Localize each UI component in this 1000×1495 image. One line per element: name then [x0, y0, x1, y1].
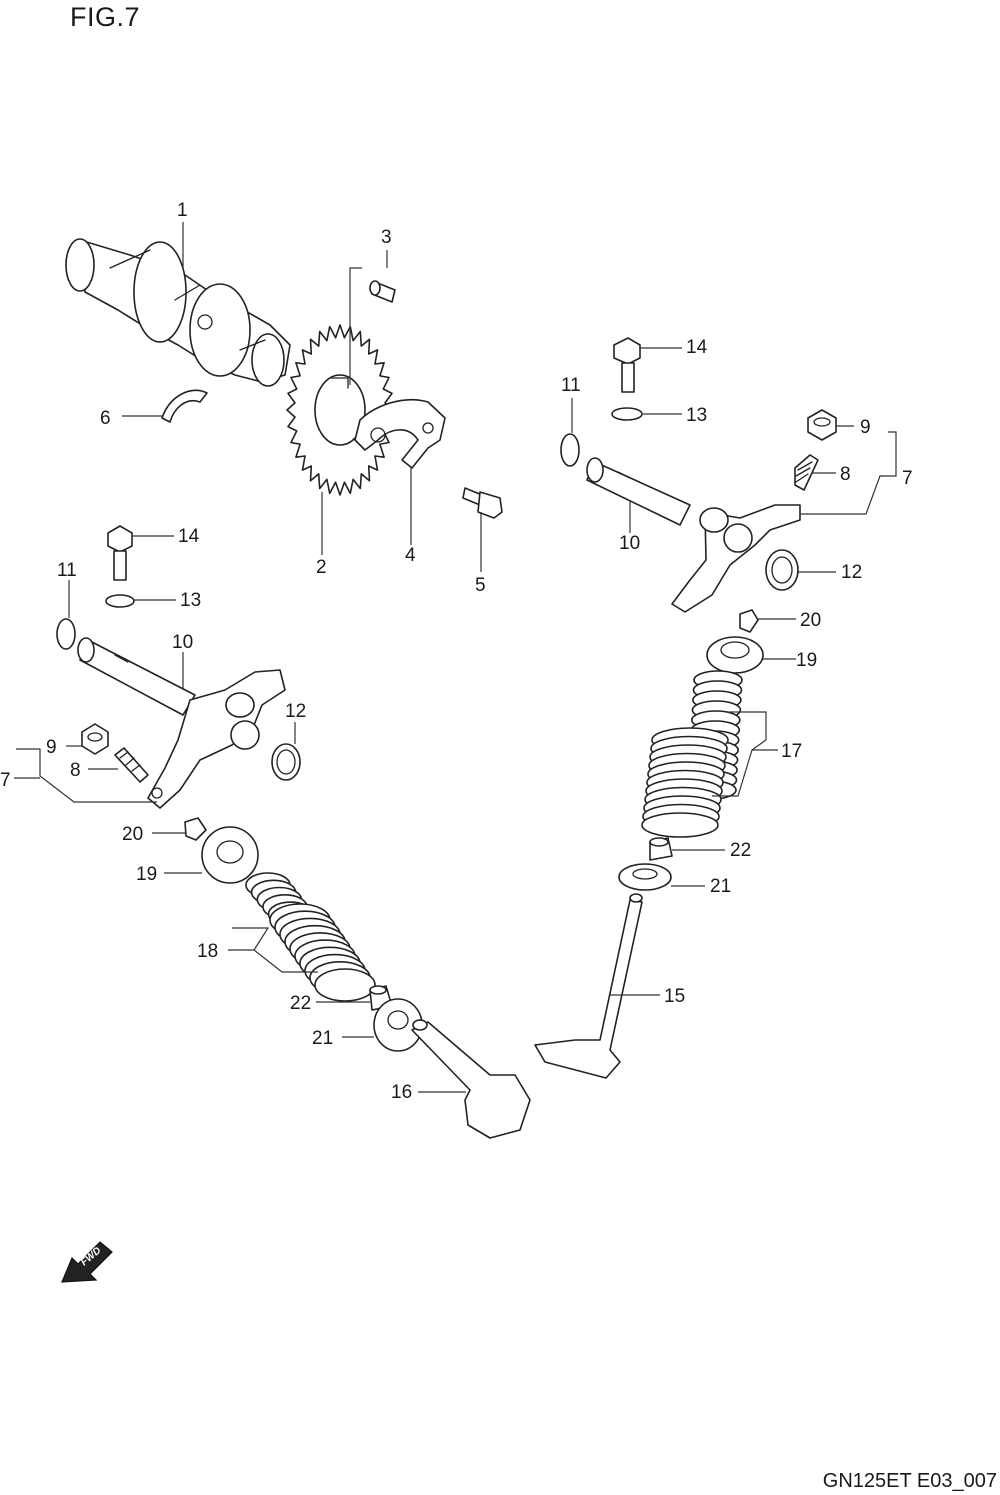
part-label-14-left: 14	[178, 526, 200, 547]
part-label-5: 5	[475, 575, 486, 596]
part-label-1: 1	[177, 200, 188, 221]
washer-left	[105, 594, 135, 608]
part-label-3: 3	[381, 227, 392, 248]
document-code: GN125ET E03_007	[822, 1470, 997, 1492]
part-label-22-left: 22	[290, 993, 311, 1014]
part-label-15: 15	[664, 986, 685, 1007]
cam-sprocket	[286, 324, 394, 496]
part-label-6: 6	[100, 408, 111, 429]
rocker-shaft-right	[586, 457, 691, 526]
spacer-left	[271, 743, 301, 781]
valve-cotter-left	[184, 817, 207, 841]
part-label-4: 4	[405, 545, 416, 566]
part-label-9-right: 9	[860, 417, 871, 438]
adjuster-nut-left	[81, 723, 109, 755]
part-label-11-right: 11	[561, 375, 581, 396]
part-label-7-right: 7	[902, 468, 913, 489]
part-number-labels: 1 2 3 4 5 6 7 7 8 8 9 9 10 10 11 11 12 1…	[0, 200, 913, 1103]
part-label-16: 16	[391, 1082, 412, 1103]
part-label-22-right: 22	[730, 840, 751, 861]
camshaft	[65, 238, 291, 387]
spacer-right	[765, 549, 799, 591]
sprocket-plate	[354, 398, 446, 469]
part-label-17: 17	[781, 741, 802, 762]
stem-seal-right	[649, 837, 673, 861]
spring-seat-right	[618, 863, 672, 891]
part-label-13-right: 13	[686, 405, 707, 426]
adjust-screw-left	[114, 747, 149, 783]
part-label-20-right: 20	[800, 610, 821, 631]
rocker-arm-right	[671, 504, 801, 613]
figure-title: FIG.7	[70, 2, 141, 32]
part-label-19-left: 19	[136, 864, 157, 885]
rocker-shaft-left	[77, 637, 196, 716]
dowel-pin	[369, 280, 396, 303]
part-label-12-right: 12	[841, 562, 862, 583]
adjuster-nut-right	[807, 409, 837, 441]
part-label-10-left: 10	[172, 632, 193, 653]
valve-cotter-right	[739, 609, 759, 633]
part-label-21-right: 21	[710, 876, 731, 897]
rocker-shaft-bolt-right	[613, 337, 641, 393]
part-label-8-left: 8	[70, 760, 81, 781]
valve-spring-right	[641, 670, 743, 838]
part-label-12-left: 12	[285, 701, 306, 722]
rocker-arm-left	[147, 669, 286, 809]
rocker-shaft-bolt-left	[107, 525, 133, 581]
leader-lines	[14, 222, 897, 1093]
spring-retainer-left	[201, 826, 259, 884]
o-ring-right	[560, 433, 580, 467]
clip	[161, 389, 208, 423]
washer-right	[611, 407, 643, 421]
part-label-8-right: 8	[840, 464, 851, 485]
exhaust-valve	[534, 893, 643, 1079]
part-label-11-left: 11	[57, 560, 77, 581]
part-label-18: 18	[197, 941, 218, 962]
o-ring-left	[56, 618, 76, 650]
bolt	[462, 487, 503, 519]
part-label-21-left: 21	[312, 1028, 333, 1049]
intake-valve	[411, 1019, 531, 1139]
part-label-20-left: 20	[122, 824, 143, 845]
part-label-14-right: 14	[686, 337, 708, 358]
valve-spring-left	[245, 872, 376, 1002]
fwd-arrow-icon: FWD	[61, 1241, 113, 1283]
part-label-13-left: 13	[180, 590, 201, 611]
adjust-screw-right	[794, 454, 819, 491]
part-label-19-right: 19	[796, 650, 817, 671]
part-label-9-left: 9	[46, 737, 57, 758]
spring-retainer-right	[706, 636, 764, 674]
part-label-2: 2	[316, 557, 327, 578]
part-label-10-right: 10	[619, 533, 640, 554]
part-label-7-left: 7	[0, 770, 11, 791]
